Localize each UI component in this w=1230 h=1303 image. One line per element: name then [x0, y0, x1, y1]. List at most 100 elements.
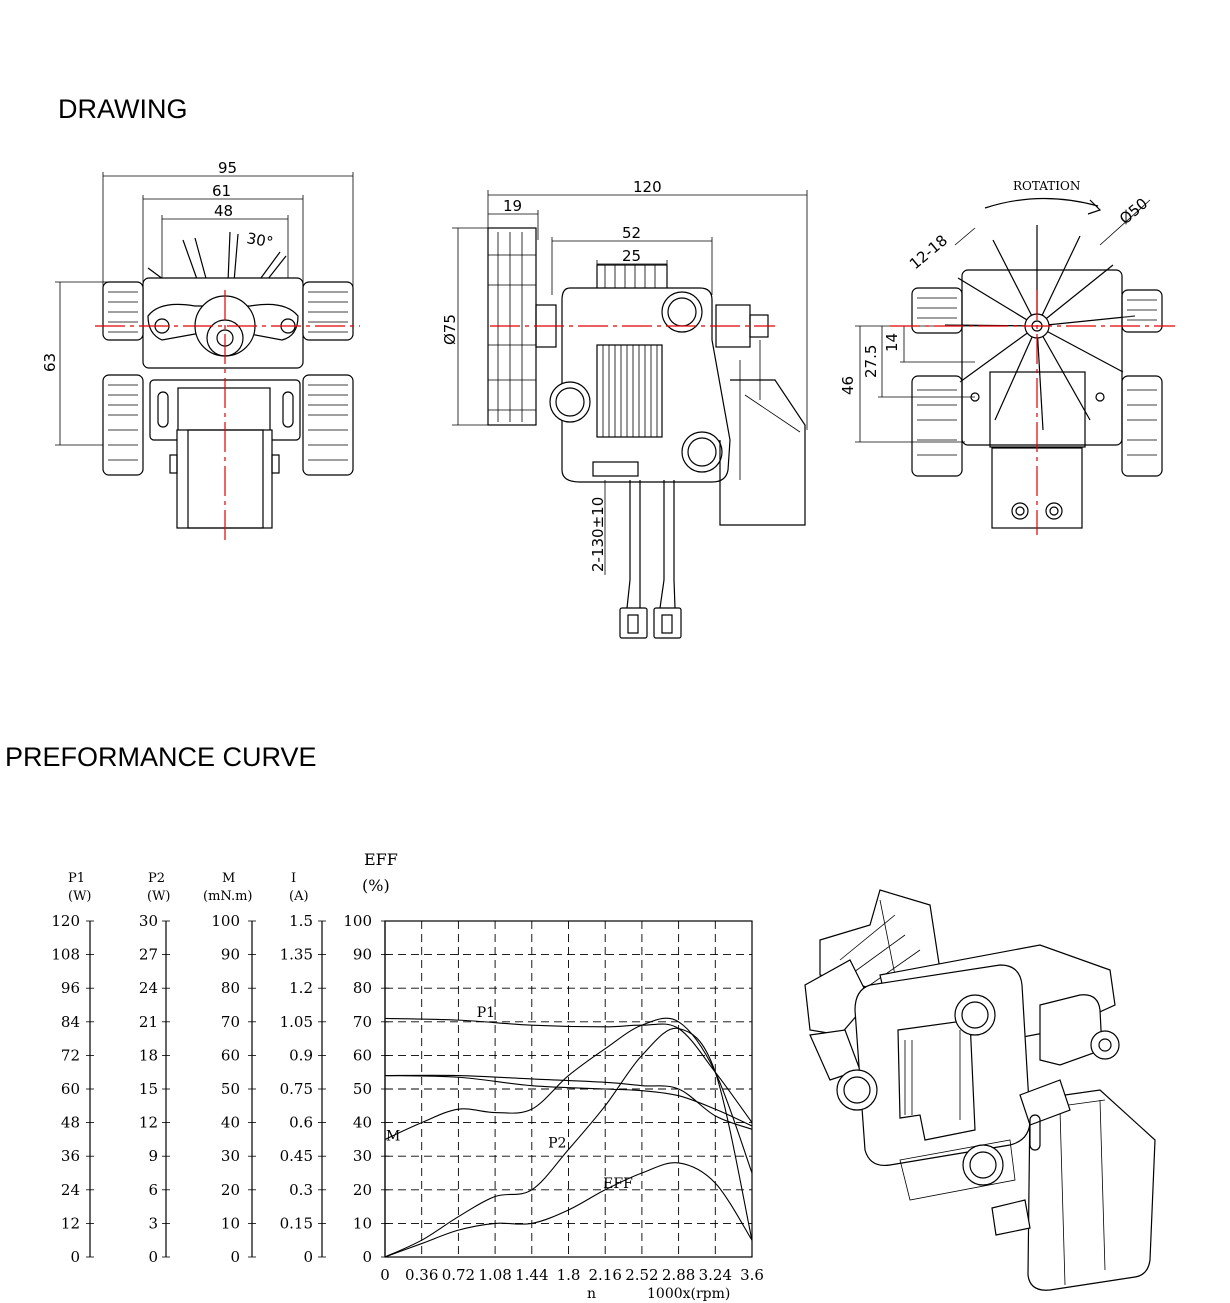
x-tick-label: 0.36 — [405, 1266, 438, 1284]
x-tick-label: 3.6 — [740, 1266, 764, 1284]
y-tick-label: 0.75 — [280, 1080, 313, 1098]
y-tick-label: 0 — [303, 1248, 313, 1266]
y-tick-label: 12 — [61, 1214, 80, 1232]
y-tick-label: 10 — [353, 1214, 372, 1232]
y-tick-label: 24 — [139, 979, 158, 997]
x-tick-label: 1.8 — [557, 1266, 581, 1284]
y-tick-label: 20 — [221, 1181, 240, 1199]
m-axis-name: M — [222, 871, 235, 886]
x-tick-label: 1.44 — [515, 1266, 548, 1284]
y-tick-label: 6 — [148, 1181, 158, 1199]
y-tick-label: 80 — [221, 979, 240, 997]
y-tick-label: 10 — [221, 1214, 240, 1232]
y-tick-label: 0.6 — [289, 1114, 313, 1132]
rear-view: ROTATION Ø50 12-18 — [839, 179, 1175, 535]
y-tick-label: 27 — [139, 946, 158, 964]
dim-61-label: 61 — [212, 182, 231, 200]
y-tick-label: 72 — [61, 1046, 80, 1064]
y-tick-label: 0.3 — [289, 1181, 313, 1199]
curve-eff — [384, 1162, 753, 1258]
y-tick-label: 15 — [139, 1080, 158, 1098]
fan-dia-label: Ø75 — [441, 314, 459, 345]
y-tick-label: 60 — [353, 1046, 372, 1064]
y-tick-label: 96 — [61, 979, 80, 997]
y-tick-label: 50 — [221, 1080, 240, 1098]
y-tick-label: 9 — [148, 1147, 158, 1165]
eff-axis-unit: (%) — [362, 876, 390, 895]
curve-p2 — [384, 1027, 753, 1258]
dim-27-5-label: 27.5 — [862, 345, 880, 378]
x-tick-label: 1.08 — [478, 1266, 511, 1284]
dim-25-label: 25 — [622, 247, 641, 265]
dim-63-label: 63 — [41, 353, 59, 372]
y-tick-label: 40 — [221, 1114, 240, 1132]
performance-heading: PREFORMANCE CURVE — [5, 742, 317, 772]
y-tick-label: 0 — [148, 1248, 158, 1266]
y-tick-label: 0.45 — [280, 1147, 313, 1165]
performance-chart: EFF (%) P1 (W) P2 (W) M (mN.m) I (A) 120… — [51, 850, 764, 1302]
x-tick-label: 2.16 — [588, 1266, 621, 1284]
curve-unlabeled-5 — [384, 1074, 753, 1130]
series-label-p2: P2 — [548, 1135, 566, 1151]
y-tick-label: 12 — [139, 1114, 158, 1132]
y-tick-label: 36 — [61, 1147, 80, 1165]
y-tick-label: 24 — [61, 1181, 80, 1199]
y-tick-label: 20 — [353, 1181, 372, 1199]
dim-19-label: 19 — [503, 197, 522, 215]
side-view: 120 19 52 25 Ø75 — [441, 178, 808, 639]
i-axis-unit: (A) — [289, 889, 309, 904]
curve-p1 — [384, 1017, 753, 1123]
y-tick-label: 0.9 — [289, 1046, 313, 1064]
rear-fan-dia-label: Ø50 — [1116, 194, 1151, 228]
x-label-unit: 1000x(rpm) — [647, 1286, 730, 1302]
y-tick-label: 70 — [221, 1013, 240, 1031]
dim-95-label: 95 — [218, 159, 237, 177]
p2-axis-unit: (W) — [147, 889, 171, 904]
x-tick-label: 2.88 — [662, 1266, 695, 1284]
y-tick-label: 120 — [51, 912, 80, 930]
y-tick-label: 70 — [353, 1013, 372, 1031]
m-axis-unit: (mN.m) — [203, 889, 252, 904]
i-axis-name: I — [291, 871, 296, 886]
rotation-label: ROTATION — [1013, 179, 1080, 193]
curve-unlabeled-4 — [384, 1075, 753, 1127]
y-tick-label: 80 — [353, 979, 372, 997]
y-tick-label: 30 — [353, 1147, 372, 1165]
y-tick-label: 40 — [353, 1114, 372, 1132]
dim-48-label: 48 — [214, 202, 233, 220]
dim-52-label: 52 — [622, 224, 641, 242]
x-tick-label: 2.52 — [625, 1266, 658, 1284]
y-tick-label: 0 — [70, 1248, 80, 1266]
lead-length-label: 2-130±10 — [589, 497, 607, 572]
y-tick-label: 108 — [51, 946, 80, 964]
series-label-p1: P1 — [477, 1005, 495, 1021]
angle-label: 30° — [245, 229, 274, 251]
y-tick-label: 3 — [148, 1214, 158, 1232]
x-label-n: n — [587, 1286, 596, 1302]
y-tick-label: 21 — [139, 1013, 158, 1031]
y-tick-label: 0 — [230, 1248, 240, 1266]
y-tick-label: 30 — [139, 912, 158, 930]
y-tick-label: 60 — [221, 1046, 240, 1064]
y-tick-label: 30 — [221, 1147, 240, 1165]
y-tick-label: 1.5 — [289, 912, 313, 930]
y-tick-label: 0.15 — [280, 1214, 313, 1232]
y-tick-label: 18 — [139, 1046, 158, 1064]
blades-label: 12-18 — [906, 231, 951, 273]
dim-120-label: 120 — [633, 178, 662, 196]
y-tick-label: 48 — [61, 1114, 80, 1132]
p1-axis-name: P1 — [68, 871, 85, 886]
dim-46-label: 46 — [839, 376, 857, 395]
series-label-eff: EFF — [603, 1176, 633, 1192]
y-tick-label: 0 — [362, 1248, 372, 1266]
eff-axis-name: EFF — [364, 850, 398, 869]
p2-axis-name: P2 — [148, 871, 165, 886]
x-tick-label: 0.72 — [442, 1266, 475, 1284]
y-tick-label: 100 — [343, 912, 372, 930]
y-tick-label: 100 — [211, 912, 240, 930]
y-tick-label: 1.2 — [289, 979, 313, 997]
y-tick-label: 90 — [353, 946, 372, 964]
x-tick-label: 3.24 — [699, 1266, 732, 1284]
x-tick-label: 0 — [380, 1266, 390, 1284]
y-tick-label: 1.35 — [280, 946, 313, 964]
